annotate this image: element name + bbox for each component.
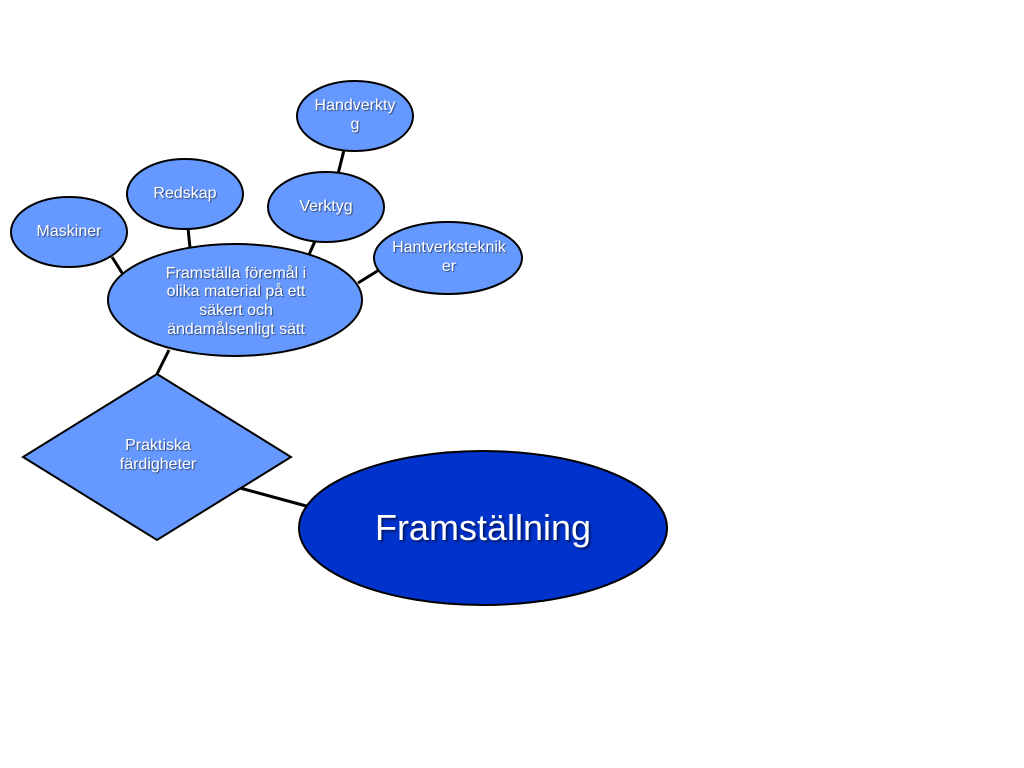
skill-node-shape xyxy=(21,372,293,542)
connector-skill-center xyxy=(155,349,171,375)
handverktyg-node-shape xyxy=(296,80,414,152)
redskap-node-label: Redskap xyxy=(153,184,217,202)
skill-node-label: Praktiska färdigheter xyxy=(119,437,197,473)
verktyg-node-label: Verktyg xyxy=(299,197,353,215)
connector-verktyg-handverktyg xyxy=(336,149,346,175)
connector-center-hantverkstekniker xyxy=(357,268,380,285)
maskiner-node-label: Maskiner xyxy=(36,222,102,240)
redskap-node-shape xyxy=(126,158,244,230)
main-node-shape xyxy=(298,450,668,606)
main-node-label: Framställning xyxy=(374,506,592,548)
verktyg-node-shape xyxy=(267,171,385,243)
center-node-shape xyxy=(107,243,363,357)
connector-skill-main xyxy=(239,486,311,509)
hantverkstekniker-node-label: Hantverkstekniker xyxy=(392,239,506,275)
handverktyg-node-label: Handverktyg xyxy=(314,97,396,133)
maskiner-node-shape xyxy=(10,196,128,268)
center-node-label: Framställa föremål i olika material på e… xyxy=(165,264,307,338)
connector-center-redskap xyxy=(186,227,192,249)
hantverkstekniker-node-shape xyxy=(373,221,523,295)
connector-center-maskiner xyxy=(110,256,126,277)
